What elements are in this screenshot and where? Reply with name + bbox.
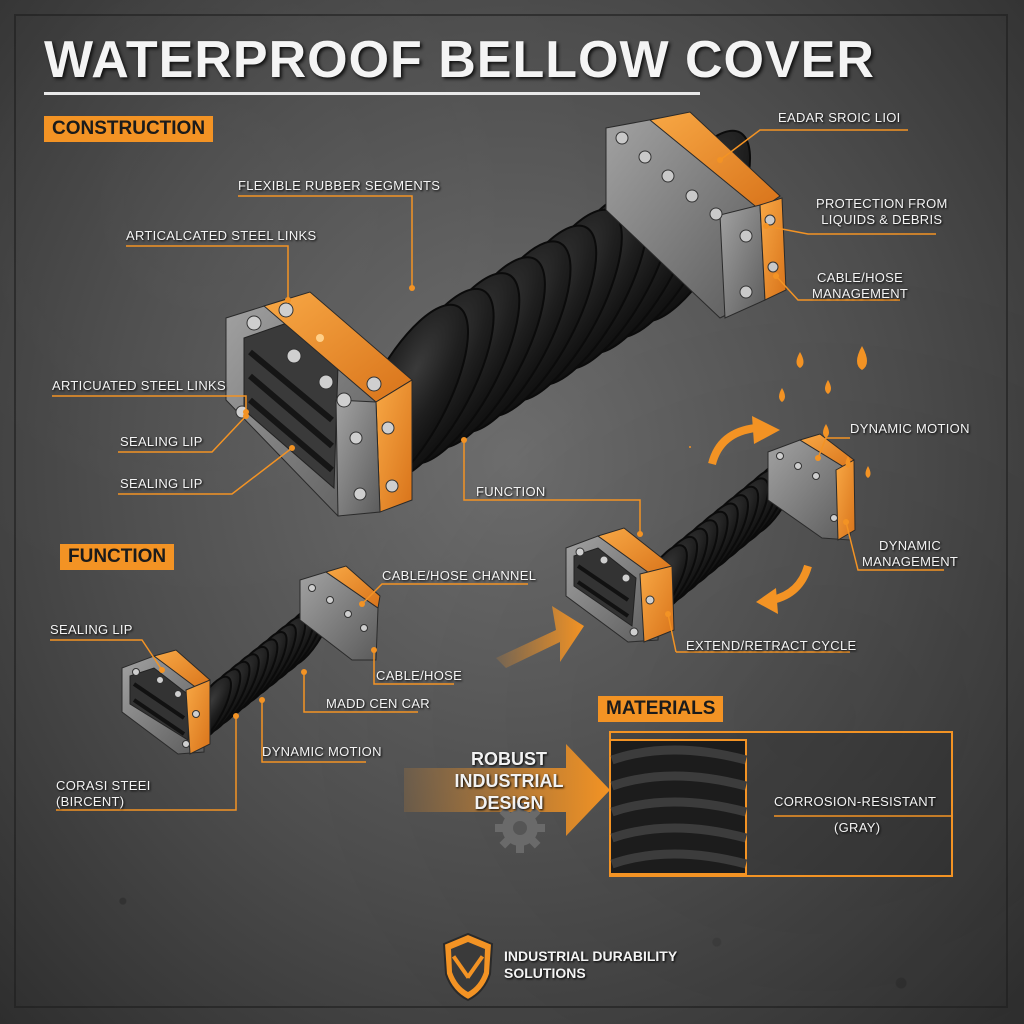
label-dynamic-management-line-2: MANAGEMENT bbox=[862, 554, 959, 569]
label-cable-hose-management-line-2: MANAGEMENT bbox=[812, 286, 909, 301]
droplet-icon bbox=[865, 466, 871, 478]
small-bellow-right-end bbox=[299, 565, 381, 661]
label-cable-hose-channel: CABLE/HOSE CHANNEL bbox=[382, 568, 537, 583]
droplet-icon bbox=[823, 424, 829, 438]
function-bellow-right-end bbox=[767, 433, 856, 541]
section-materials: MATERIALS bbox=[598, 696, 724, 722]
callout-lines bbox=[50, 129, 952, 817]
label-corasi-steel-line-1: CORASI STEEI bbox=[56, 778, 151, 793]
arrow-icon bbox=[708, 424, 757, 466]
function-bellow-left-end bbox=[565, 527, 675, 643]
label-dynamic-motion-left: DYNAMIC MOTION bbox=[262, 744, 382, 759]
label-eadar-sroic-lioi: EADAR SROIC LIOI bbox=[778, 110, 901, 125]
label-dynamic-motion-right: DYNAMIC MOTION bbox=[850, 421, 970, 436]
label-dynamic-management-line-1: DYNAMIC bbox=[879, 538, 942, 553]
title-underline bbox=[44, 92, 700, 95]
label-protection: PROTECTION FROM LIQUIDS & DEBRIS bbox=[816, 196, 948, 228]
label-corasi-steel: CORASI STEEI (BIRCENT) bbox=[56, 778, 151, 810]
arrow-icon bbox=[404, 744, 610, 836]
gear-icon bbox=[495, 803, 545, 853]
section-construction: CONSTRUCTION bbox=[44, 116, 214, 142]
main-bellow-right-end-plate bbox=[605, 111, 787, 319]
gear-tooth bbox=[516, 803, 524, 813]
label-corasi-steel-line-2: (BIRCENT) bbox=[56, 794, 125, 809]
function-bellow bbox=[565, 433, 856, 643]
label-articulated-steel-links-top: ARTICALCATED STEEL LINKS bbox=[126, 228, 317, 243]
gear-tooth bbox=[495, 824, 505, 832]
shield-wrench-logo bbox=[442, 932, 494, 1002]
label-protection-line-2: LIQUIDS & DEBRIS bbox=[821, 212, 943, 227]
label-sealing-lip-1: SEALING LIP bbox=[120, 434, 203, 449]
arrow-icon bbox=[756, 588, 778, 614]
arrow-icon bbox=[496, 606, 584, 668]
gear-tooth bbox=[527, 835, 541, 849]
main-bellow bbox=[225, 111, 787, 517]
material-closeup-ribs bbox=[610, 745, 748, 869]
label-cable-hose-management-line-1: CABLE/HOSE bbox=[817, 270, 904, 285]
label-flexible-rubber-segments: FLEXIBLE RUBBER SEGMENTS bbox=[238, 178, 441, 193]
droplet-icon bbox=[857, 346, 867, 370]
label-robust-industrial-design: ROBUST INDUSTRIAL DESIGN bbox=[424, 748, 594, 814]
label-protection-line-1: PROTECTION FROM bbox=[816, 196, 948, 211]
small-bellow-left-end bbox=[121, 649, 211, 755]
liquid-droplets bbox=[779, 346, 871, 478]
droplet-icon bbox=[779, 388, 785, 402]
materials-panel bbox=[609, 731, 953, 877]
label-robust-line-1: ROBUST bbox=[471, 749, 547, 769]
label-articulated-steel-links: ARTICUATED STEEL LINKS bbox=[52, 378, 226, 393]
gear-tooth bbox=[535, 824, 545, 832]
label-cable-hose: CABLE/HOSE bbox=[376, 668, 463, 683]
label-sealing-lip-2: SEALING LIP bbox=[120, 476, 203, 491]
gear-tooth bbox=[499, 807, 513, 821]
page-frame bbox=[14, 14, 1008, 1008]
brand-name: INDUSTRIAL DURABILITY SOLUTIONS bbox=[504, 948, 677, 982]
arrow-icon bbox=[752, 416, 780, 444]
label-cable-hose-management: CABLE/HOSE MANAGEMENT bbox=[812, 270, 908, 302]
section-function: FUNCTION bbox=[60, 544, 175, 570]
main-bellow-left-end-plate bbox=[225, 291, 413, 517]
label-function-callout: FUNCTION bbox=[476, 484, 546, 499]
gear-tooth bbox=[527, 807, 541, 821]
brand-name-line-2: SOLUTIONS bbox=[504, 965, 586, 981]
label-sealing-lip-3: SEALING LIP bbox=[50, 622, 133, 637]
label-dynamic-management: DYNAMIC MANAGEMENT bbox=[862, 538, 958, 570]
label-corrosion-resistant: CORROSION-RESISTANT bbox=[774, 794, 937, 809]
page-title: WATERPROOF BELLOW COVER bbox=[44, 31, 875, 89]
droplet-icon bbox=[796, 352, 804, 368]
brand-name-line-1: INDUSTRIAL DURABILITY bbox=[504, 948, 678, 964]
arrow-icon bbox=[770, 564, 812, 604]
label-extend-retract-cycle: EXTEND/RETRACT CYCLE bbox=[686, 638, 857, 653]
small-bellow bbox=[121, 565, 381, 755]
label-robust-line-2: INDUSTRIAL DESIGN bbox=[454, 771, 564, 813]
droplet-icon bbox=[845, 456, 851, 468]
label-gray: (GRAY) bbox=[834, 820, 881, 835]
motion-arrows bbox=[404, 416, 812, 836]
droplet-icon bbox=[825, 380, 831, 394]
gear-tooth bbox=[499, 835, 513, 849]
label-madd-cen-car: MADD CEN CAR bbox=[326, 696, 430, 711]
gear-tooth bbox=[516, 843, 524, 853]
